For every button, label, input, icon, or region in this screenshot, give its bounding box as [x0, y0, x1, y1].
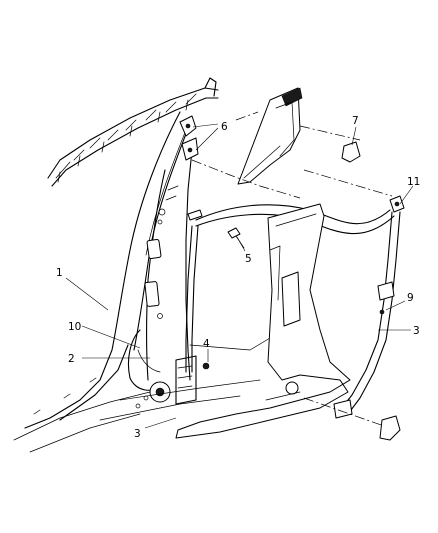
callout-3-right: 3	[413, 325, 420, 337]
upper-anchor-brackets	[179, 115, 199, 161]
trim-cap	[341, 141, 361, 163]
pillar-slot-lower	[144, 281, 160, 307]
callout-1: 1	[56, 267, 63, 279]
anchor-cover	[303, 397, 401, 441]
pillar-slot-upper	[146, 239, 162, 259]
callout-3-lower: 3	[134, 428, 141, 440]
belt-assembly-right	[333, 195, 405, 419]
callout-labels: 1 2 3 3 4 5 6 7 9 10 11	[56, 115, 420, 440]
callout-10: 10	[68, 321, 81, 333]
a-pillar-body-side	[13, 111, 193, 453]
floor-rocker-area	[99, 329, 271, 421]
upper-trim-panel	[191, 87, 393, 199]
roof-rail	[47, 77, 219, 187]
lower-trim-panel	[175, 203, 351, 439]
callout-4: 4	[203, 338, 210, 350]
callout-2: 2	[68, 353, 75, 365]
callout-7: 7	[352, 115, 359, 127]
callout-9: 9	[407, 292, 414, 304]
callout-11: 11	[407, 176, 420, 188]
callout-5: 5	[245, 253, 252, 265]
leader-lines	[65, 123, 414, 429]
b-pillar-structure	[144, 149, 193, 381]
callout-6: 6	[221, 121, 228, 133]
bolt-hardware	[187, 209, 245, 370]
